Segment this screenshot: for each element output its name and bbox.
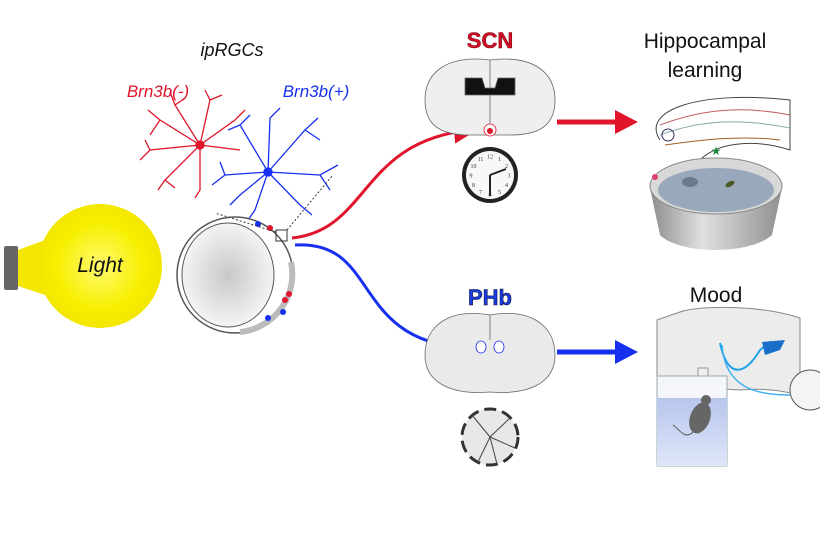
eye <box>176 175 333 335</box>
forced-swim-beaker <box>656 367 728 467</box>
clock-numeral: 5 <box>498 190 501 196</box>
brn3b-positive-neuron <box>211 107 339 221</box>
clock-numeral: 2 <box>505 164 508 170</box>
svg-text:★: ★ <box>711 144 722 158</box>
clock-numeral: 3 <box>508 174 511 180</box>
light-label: Light <box>77 254 123 277</box>
brn3b-negative-label: Brn3b(-) <box>126 82 190 101</box>
mood-label: Mood <box>689 284 743 307</box>
clock-numeral: 8 <box>472 183 475 189</box>
clock-numeral: 10 <box>471 164 477 170</box>
scn-output-arrowhead <box>615 110 638 134</box>
scn-label: SCN <box>466 28 514 54</box>
scn-brain-section <box>424 58 556 137</box>
clock-numeral: 4 <box>505 183 508 189</box>
hippocampus-illustration <box>655 96 791 161</box>
phb-label: PHb <box>468 285 513 311</box>
hippocampal-label-line1: Hippocampal <box>643 30 767 53</box>
red-projection-arrow <box>291 119 478 240</box>
brn3b-negative-neuron <box>139 89 246 199</box>
brn3b-positive-label: Brn3b(+) <box>282 82 350 101</box>
clock-numeral: 1 <box>498 157 501 163</box>
hippocampal-label-line2: learning <box>667 59 743 82</box>
iprgcs-label: ipRGCs <box>200 40 264 60</box>
clock-numeral: 11 <box>478 157 484 163</box>
clock-numeral: 9 <box>470 174 473 180</box>
clock-numeral: 12 <box>487 155 493 161</box>
broken-clock-icon <box>460 407 520 467</box>
sagittal-brain <box>656 306 820 411</box>
clock-numeral: 7 <box>479 190 482 196</box>
clock-icon <box>462 147 518 203</box>
clock-numeral: 6 <box>489 193 492 199</box>
phb-output-arrowhead <box>615 340 638 364</box>
phb-brain-section <box>424 313 556 393</box>
light-bulb <box>4 204 162 328</box>
water-maze: ★ <box>649 144 783 250</box>
